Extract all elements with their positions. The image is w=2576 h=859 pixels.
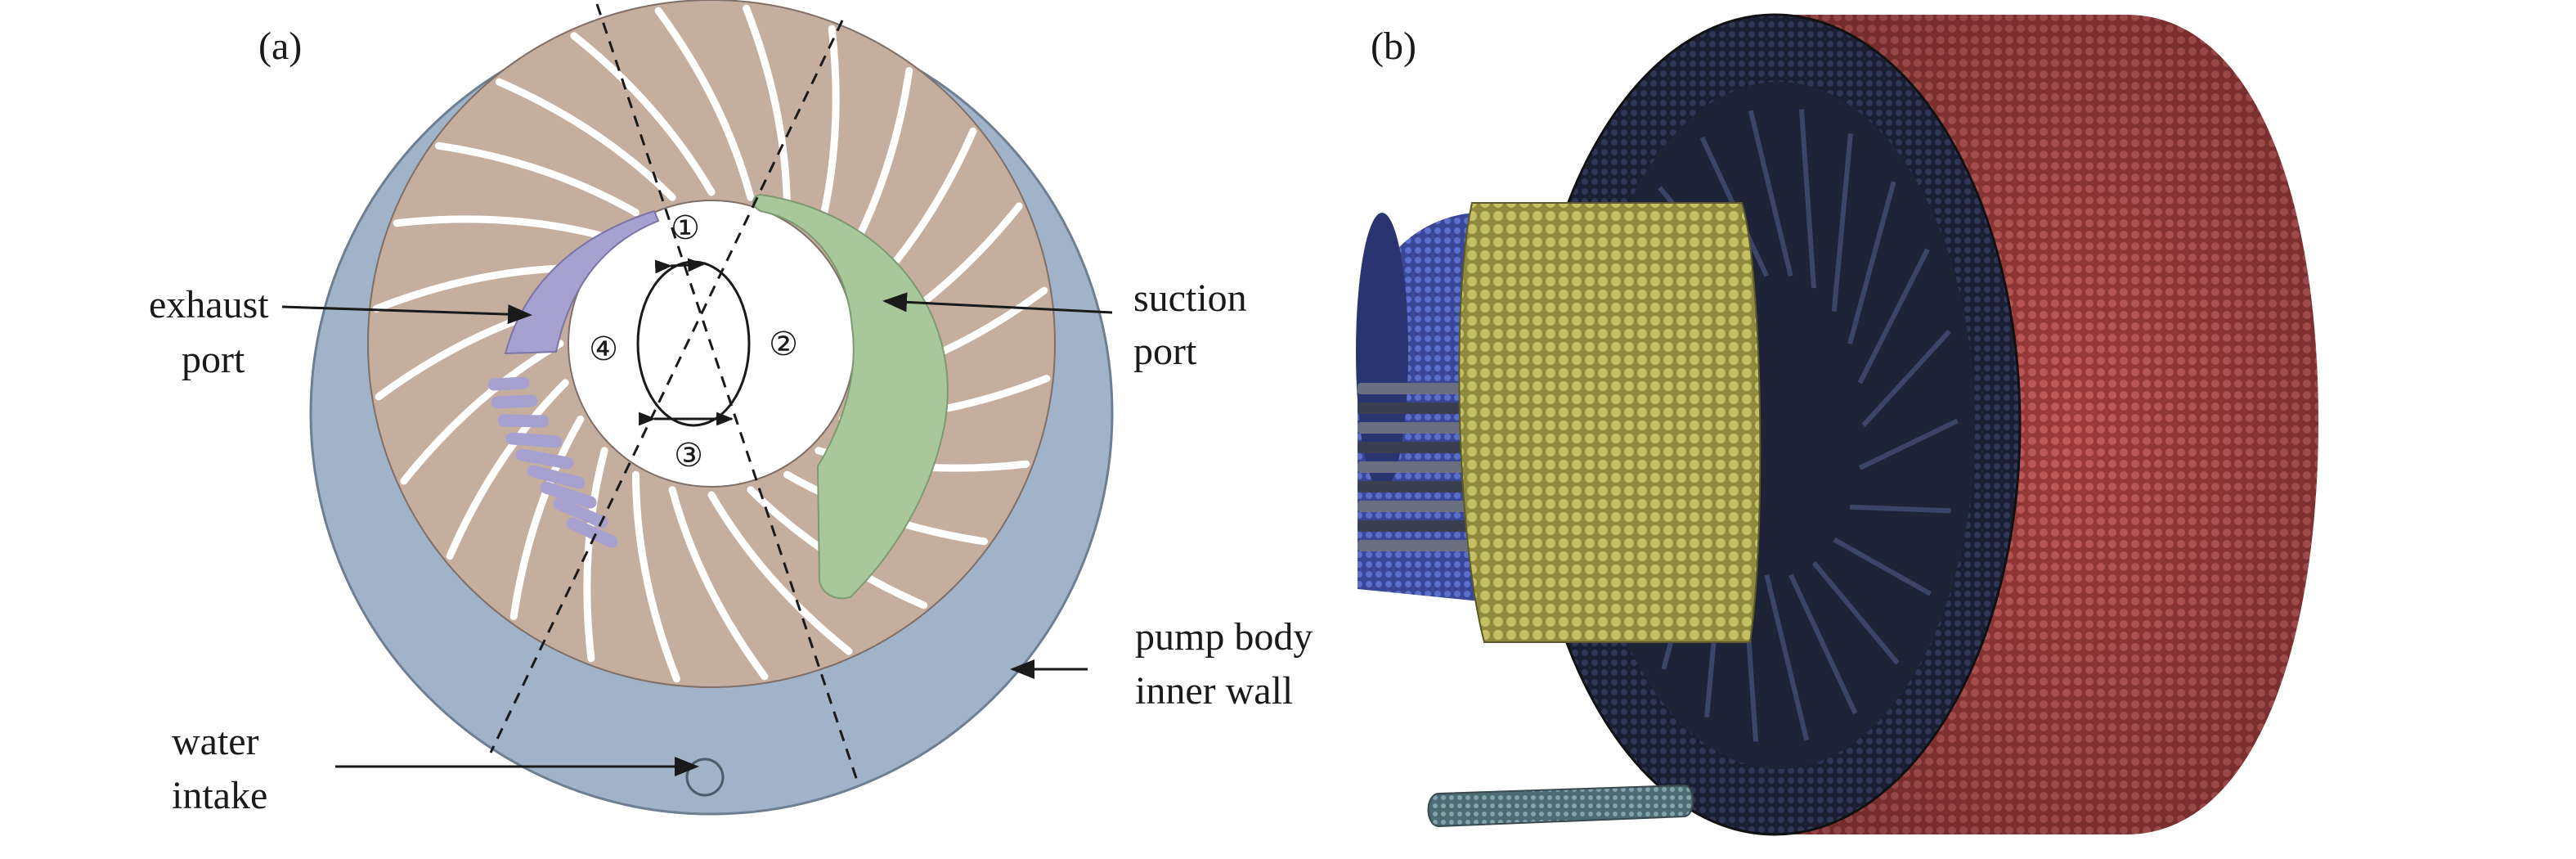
mesh-fin <box>1358 481 1480 492</box>
exhaust-port-shape <box>504 209 660 355</box>
mesh-blade <box>1788 573 1858 715</box>
mesh-fin <box>1358 383 1480 394</box>
panel-b: (b) <box>1356 13 2318 836</box>
mesh-blade <box>1849 504 1951 514</box>
mesh-blade <box>1764 573 1810 741</box>
zone-1: ① <box>671 209 700 247</box>
mesh-blade <box>1811 560 1900 665</box>
water-intake-hole <box>685 758 725 797</box>
mesh-fin <box>1358 501 1480 512</box>
mesh-blade <box>1861 329 1951 428</box>
mesh-port-cylinder <box>1458 202 1761 643</box>
dashed-line-right <box>489 20 844 753</box>
impeller-blade <box>393 215 608 241</box>
exhaust-port-leader <box>281 304 532 325</box>
exhaust-slot <box>566 517 618 548</box>
impeller-blade <box>446 379 569 560</box>
impeller-blade <box>570 32 716 196</box>
mesh-blade <box>1859 418 1959 470</box>
impeller-blade <box>815 25 840 241</box>
mesh-blade <box>1798 109 1816 289</box>
suction-port-leader <box>882 292 1113 314</box>
impeller-blade <box>707 491 853 655</box>
mesh-water-intake-pipe <box>1427 784 1694 828</box>
impeller-blade <box>495 78 676 201</box>
water-intake-label-1: water <box>172 720 259 763</box>
impeller-blade <box>583 447 608 663</box>
exhaust-slot <box>553 497 608 528</box>
impeller-blade <box>668 486 769 681</box>
exhaust-port-label-1: exhaust <box>149 283 269 326</box>
suction-port-label-1: suction <box>1133 277 1247 320</box>
mesh-hub-blue-face <box>1356 213 1408 491</box>
impeller-blade <box>632 470 680 683</box>
mesh-fin <box>1358 422 1480 434</box>
exhaust-slots <box>487 376 618 548</box>
exhaust-slot <box>515 448 574 470</box>
mesh-fin <box>1358 520 1480 532</box>
impeller-blade <box>400 340 564 485</box>
impeller-blade <box>509 416 585 621</box>
inner-wall-label-2: inner wall <box>1135 669 1293 713</box>
mesh-fin <box>1358 540 1480 551</box>
panel-a: ① ② ③ ④ (a) exhaust port suction port pu… <box>149 0 1313 817</box>
impeller-blade <box>743 4 791 217</box>
exhaust-slot <box>487 376 530 391</box>
mesh-exhaust-fins <box>1358 383 1480 551</box>
exhaust-slot <box>540 481 597 509</box>
exhaust-slot <box>491 394 538 409</box>
water-intake-label-2: intake <box>172 774 267 817</box>
mesh-fin <box>1358 403 1480 414</box>
panel-a-label: (a) <box>258 25 302 68</box>
cycle-arrow-top <box>654 258 706 274</box>
zone-4: ④ <box>589 331 618 368</box>
exhaust-port-label-2: port <box>182 338 245 381</box>
mesh-blade <box>1847 181 1896 345</box>
exhaust-slot <box>527 465 586 489</box>
zone-2: ② <box>769 326 798 363</box>
mesh-blade <box>1748 110 1793 277</box>
zone-3: ③ <box>674 437 703 474</box>
panel-b-label: (b) <box>1371 25 1416 68</box>
impeller-blade <box>654 7 755 201</box>
suction-port-label-2: port <box>1133 330 1197 373</box>
inner-wall-label-1: pump body <box>1135 615 1313 659</box>
impeller-blade <box>434 142 640 217</box>
mesh-blade <box>1833 537 1932 596</box>
exhaust-slot <box>505 432 563 448</box>
mesh-fin <box>1358 442 1480 453</box>
mesh-blade <box>1857 248 1930 385</box>
mesh-blade <box>1831 133 1853 312</box>
mesh-fin <box>1358 461 1480 473</box>
